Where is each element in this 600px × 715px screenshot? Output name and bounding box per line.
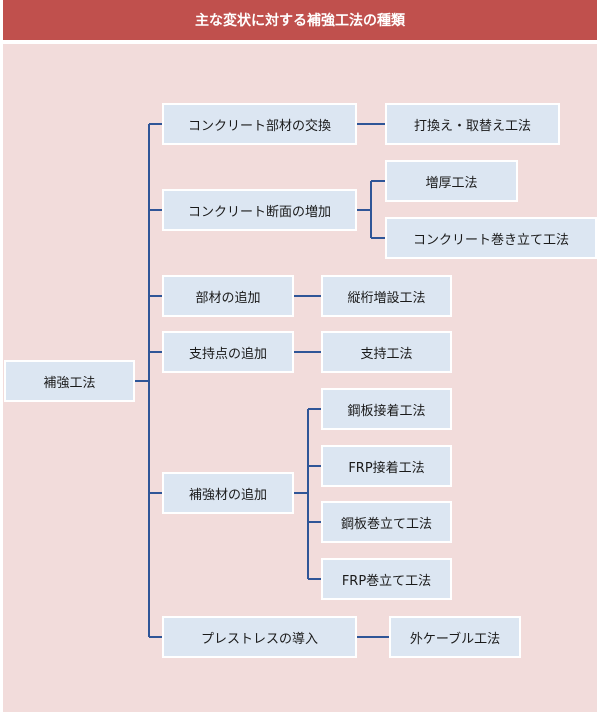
- method-node: 縦桁増設工法: [321, 275, 452, 317]
- method-node: FRP巻立て工法: [321, 558, 452, 600]
- branch-node: コンクリート断面の増加: [162, 189, 357, 231]
- branch-node: プレストレスの導入: [162, 616, 357, 658]
- root-node: 補強工法: [4, 360, 135, 402]
- branch-node: 支持点の追加: [162, 331, 294, 373]
- method-node: 外ケーブル工法: [389, 616, 521, 658]
- method-node: FRP接着工法: [321, 445, 452, 487]
- method-node: 鋼板接着工法: [321, 388, 452, 430]
- method-node: 増厚工法: [385, 160, 518, 202]
- branch-node: 補強材の追加: [162, 472, 294, 514]
- method-node: コンクリート巻き立て工法: [385, 217, 597, 259]
- branch-node: コンクリート部材の交換: [162, 103, 357, 145]
- branch-node: 部材の追加: [162, 275, 294, 317]
- method-node: 鋼板巻立て工法: [321, 501, 452, 543]
- method-node: 支持工法: [321, 331, 452, 373]
- diagram-title: 主な変状に対する補強工法の種類: [3, 0, 597, 40]
- method-node: 打換え・取替え工法: [385, 103, 560, 145]
